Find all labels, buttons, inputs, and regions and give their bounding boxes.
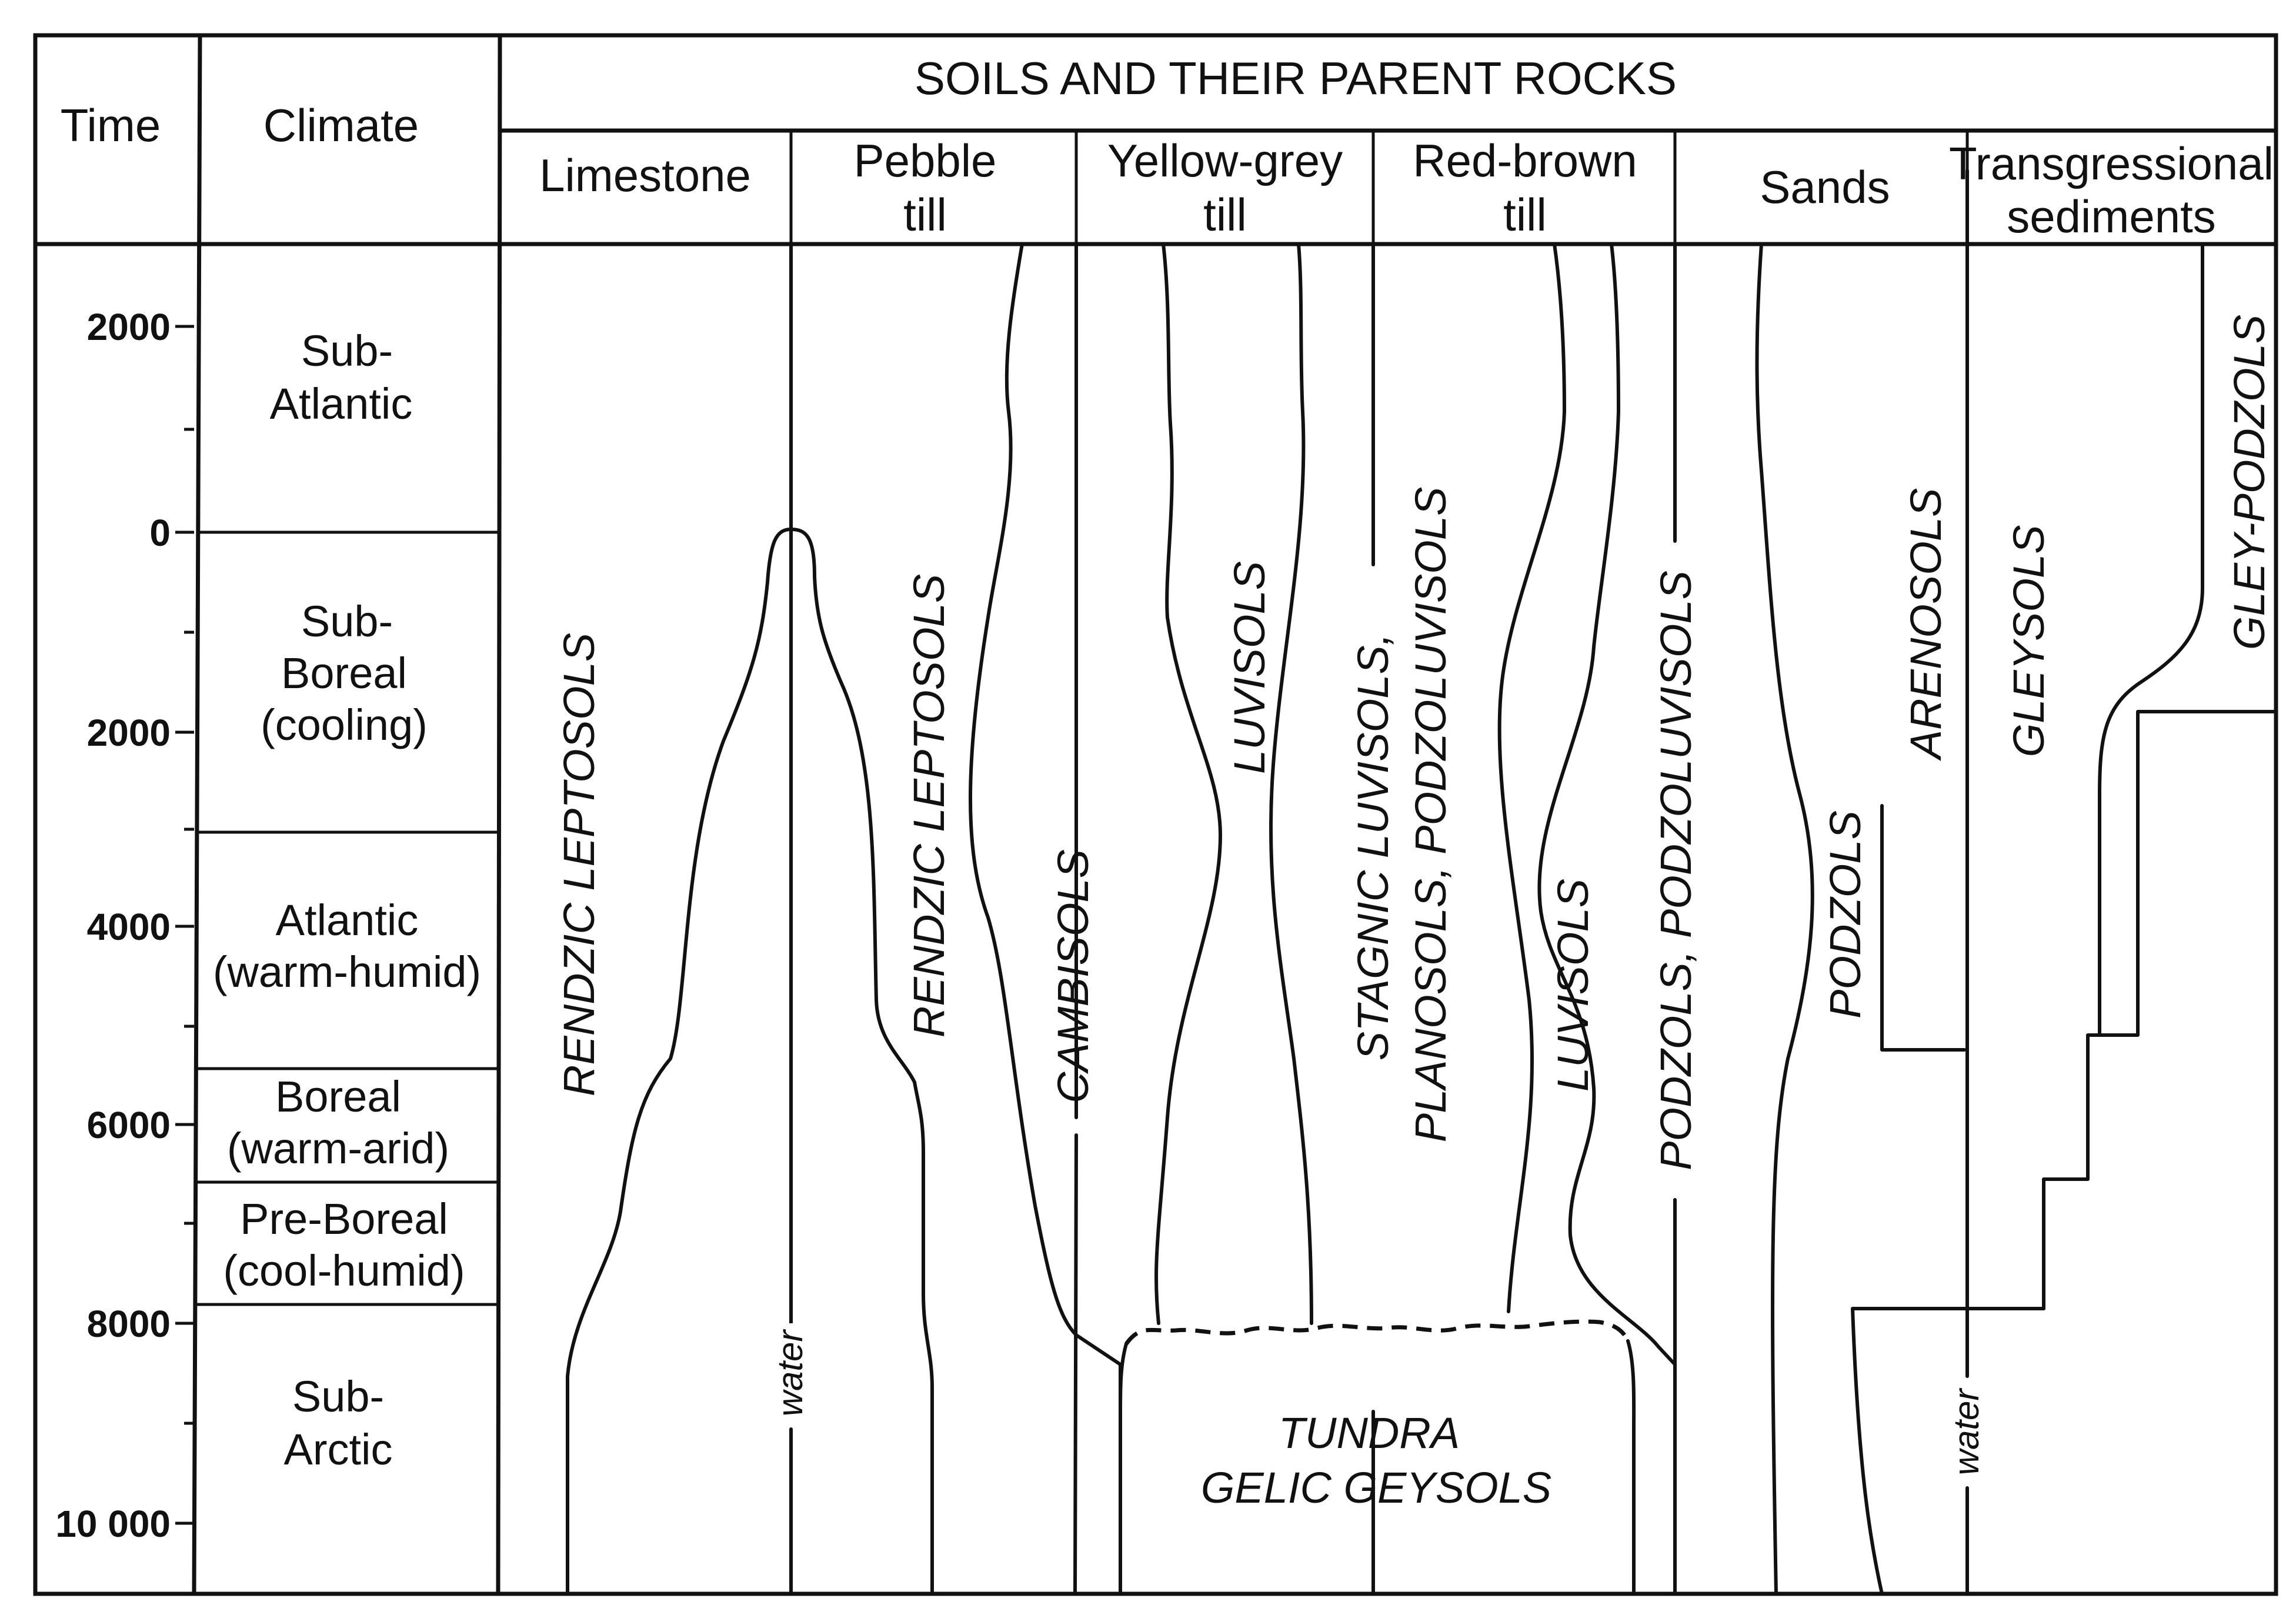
tundra-left-side (1119, 1342, 1128, 1596)
climate-pre-boreal-line2: (cool-humid) (223, 1246, 465, 1295)
water-label-2-bg (1954, 1379, 1981, 1485)
climate-boreal-line2: (warm-arid) (227, 1124, 449, 1173)
soil-podzols: PODZOLS (1821, 810, 1870, 1019)
time-tick-4000: 4000 (87, 906, 171, 948)
rock-yellow-grey-till-line2: till (1203, 189, 1247, 241)
time-axis (175, 325, 194, 1525)
soil-gley-podzols: GLEY-PODZOLS (2225, 315, 2274, 650)
tundra-right-side (1626, 1339, 1636, 1596)
frame (33, 33, 2278, 1596)
time-column-header: Time (61, 99, 161, 151)
yellow-grey-left-boundary (1154, 242, 1222, 1325)
sands-left-boundary (1755, 242, 1814, 1596)
main-title: SOILS AND THEIR PARENT ROCKS (915, 52, 1677, 104)
rock-transgressional-line2: sediments (2007, 191, 2216, 242)
soil-podzols-podzoluvisols: PODZOLS, PODZOLUVISOLS (1651, 570, 1700, 1170)
rock-sands: Sands (1760, 161, 1890, 213)
yellow-grey-right-boundary (1269, 242, 1313, 1325)
water-label-1-bg (777, 1323, 805, 1426)
soil-tundra: TUNDRA (1279, 1409, 1460, 1457)
red-brown-right-boundary (1537, 242, 1677, 1366)
soil-gleysols: GLEYSOLS (2004, 525, 2053, 758)
tundra-upper-boundary (1124, 1319, 1630, 1346)
rock-red-brown-till-line1: Red-brown (1413, 135, 1637, 186)
soil-gelic-geysols: GELIC GEYSOLS (1201, 1463, 1551, 1512)
soil-stagnic-line2: PLANOSOLS, PODZOLUVISOLS (1406, 487, 1455, 1142)
soil-stagnic-line1: STAGNIC LUVISOLS, (1349, 633, 1397, 1061)
soil-luvisols-1: LUVISOLS (1225, 561, 1274, 774)
water-label-1: water (770, 1329, 810, 1417)
climate-atlantic-line1: Atlantic (276, 896, 419, 945)
climate-dividers (197, 530, 500, 1306)
soil-cambisols: CAMBISOLS (1049, 849, 1097, 1103)
climate-atlantic-line2: (warm-humid) (213, 947, 481, 996)
soil-luvisols-2: LUVISOLS (1549, 879, 1597, 1092)
red-brown-left-boundary (1497, 242, 1566, 1313)
rendzic-cambisols-boundary (969, 242, 1122, 1596)
climate-sub-arctic-line2: Arctic (284, 1425, 393, 1474)
rock-limestone: Limestone (539, 149, 751, 201)
rock-pebble-till-line1: Pebble (854, 135, 997, 186)
climate-column-header: Climate (263, 99, 419, 151)
climate-sub-atlantic-line2: Atlantic (270, 379, 413, 428)
arenosols-step (1880, 804, 1966, 1052)
soil-arenosols: ARENOSOLS (1901, 488, 1950, 762)
time-tick-6000: 6000 (87, 1104, 171, 1146)
climate-sub-boreal-line3: (cooling) (261, 700, 428, 749)
rock-pebble-till-line2: till (903, 189, 947, 241)
climate-sub-atlantic-line1: Sub- (301, 326, 393, 375)
climate-pre-boreal-line1: Pre-Boreal (240, 1194, 448, 1243)
climate-sub-boreal-line2: Boreal (281, 649, 407, 698)
transgression-steps (1965, 710, 2278, 1310)
rock-red-brown-till-line2: till (1503, 189, 1547, 241)
time-tick-10000: 10 000 (55, 1503, 171, 1545)
gley-podzols-boundary (2098, 242, 2204, 1037)
soil-rendzic-leptosols-1: RENDZIC LEPTOSOLS (555, 633, 603, 1096)
soil-boundaries (566, 169, 2278, 1596)
climate-sub-boreal-line1: Sub- (301, 597, 393, 646)
arenosols-boundary (1851, 1307, 2045, 1596)
time-tick-8000: 8000 (87, 1303, 171, 1345)
rock-yellow-grey-till-line1: Yellow-grey (1107, 135, 1343, 186)
climate-sub-arctic-line1: Sub- (292, 1372, 384, 1421)
time-tick-2000-bc: 2000 (87, 712, 171, 754)
limestone-boundary-curve (566, 528, 934, 1596)
time-tick-0: 0 (149, 512, 171, 554)
climate-boreal-line1: Boreal (275, 1072, 401, 1121)
rock-transgressional-line1: Transgressional (1949, 138, 2274, 189)
time-tick-2000-ad: 2000 (87, 306, 171, 348)
soil-rendzic-leptosols-2: RENDZIC LEPTOSOLS (905, 574, 953, 1037)
water-label-2: water (1947, 1388, 1986, 1476)
